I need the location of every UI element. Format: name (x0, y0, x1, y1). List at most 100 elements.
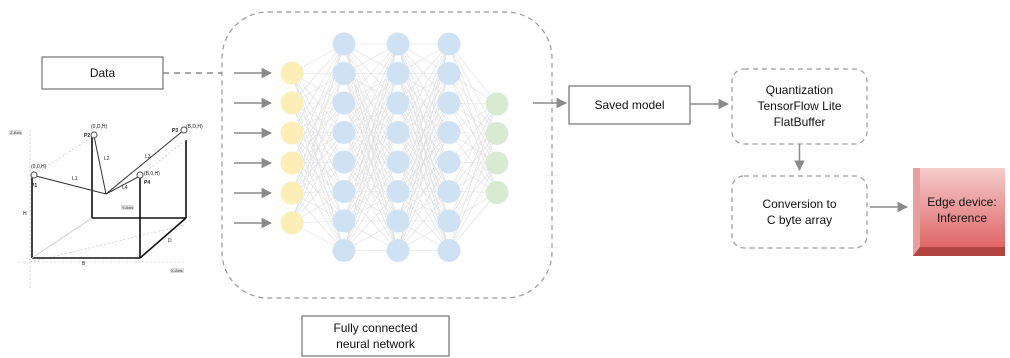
hidden-neuron (437, 150, 461, 174)
network-connection (448, 162, 498, 251)
label-p3: P3 (172, 128, 178, 134)
network-connection (343, 132, 399, 251)
hidden-neuron (332, 91, 356, 115)
network-connection (343, 161, 399, 251)
distance-lines (35, 129, 185, 195)
input-arrows (234, 67, 273, 229)
quantization-line1: Quantization (766, 83, 833, 97)
room-diagram: Z-Axis Y-Axis X-Axis (9, 124, 203, 290)
label-l1: L1 (72, 176, 78, 182)
quantization-line3: FlatBuffer (774, 115, 826, 129)
saved-model-label: Saved model (594, 98, 664, 112)
z-axis-label: Z-Axis (10, 130, 21, 135)
network-connection (448, 192, 498, 251)
hidden-neuron (332, 180, 356, 203)
hidden-neuron (437, 91, 461, 115)
network-connection (291, 43, 345, 104)
network-connection (448, 43, 498, 105)
output-neuron (485, 151, 509, 175)
output-neuron (485, 92, 509, 116)
coord-p1: (0,0,H) (31, 164, 47, 170)
label-l4: L4 (122, 185, 128, 191)
hidden-neuron (386, 121, 410, 144)
input-neuron (280, 91, 304, 115)
network-nodes (280, 32, 509, 262)
hidden-neuron (437, 121, 461, 144)
saved-model-box (568, 85, 691, 125)
label-b: B (82, 261, 86, 267)
edge-device-box (913, 168, 1005, 256)
fc-label-box (301, 315, 450, 357)
network-connection (448, 103, 498, 222)
network-connection (448, 103, 498, 163)
conversion-line2: C byte array (767, 213, 832, 227)
input-neuron (280, 211, 304, 235)
label-p4: P4 (144, 180, 150, 186)
hidden-neuron (386, 239, 410, 262)
edge-device-line2: Inference (937, 211, 987, 225)
hidden-neuron (437, 209, 461, 233)
hidden-neuron (437, 180, 461, 203)
network-connection (291, 161, 345, 224)
label-p1: P1 (31, 183, 37, 189)
network-connection (397, 132, 450, 251)
sensor-p4 (136, 171, 144, 179)
label-l2: L2 (104, 156, 110, 162)
input-neuron (280, 61, 304, 85)
hidden-neuron (437, 62, 461, 85)
network-connection (397, 43, 450, 163)
room-box (31, 137, 187, 259)
network-connection (343, 43, 399, 104)
network-connection (397, 43, 450, 104)
hidden-neuron (386, 62, 410, 85)
label-p2: P2 (84, 133, 90, 139)
network-connection (397, 161, 450, 251)
hidden-neuron (437, 239, 461, 262)
hidden-neuron (332, 121, 356, 144)
sensor-p1 (30, 171, 38, 179)
quantization-line2: TensorFlow Lite (757, 99, 841, 113)
network-connection (397, 43, 450, 133)
hidden-neuron (386, 91, 410, 115)
x-axis-label: X-Axis (171, 268, 183, 273)
y-axis-tag (121, 205, 134, 210)
sensor-p3 (180, 126, 188, 134)
hidden-neuron (332, 150, 356, 174)
conversion-box (731, 175, 868, 249)
x-axis-tag (170, 268, 184, 273)
conversion-line1: Conversion to (762, 197, 836, 211)
fc-label-line1: Fully connected (333, 321, 417, 335)
network-connection (291, 132, 345, 224)
y-axis-label: Y-Axis (122, 205, 133, 210)
network-connection (291, 43, 345, 164)
network-connection (448, 103, 498, 192)
coord-p4: (B,0,H) (144, 171, 160, 177)
hidden-neuron (386, 32, 410, 56)
network-container (221, 11, 553, 299)
hidden-neuron (332, 32, 356, 56)
hidden-neuron (386, 150, 410, 174)
sensor-nodes (30, 126, 188, 179)
hidden-neuron (437, 32, 461, 56)
coord-p3: (B,D,H) (186, 124, 203, 130)
label-d: D (168, 238, 172, 244)
output-neuron (485, 122, 509, 145)
network-connection (291, 102, 345, 224)
input-neuron (280, 121, 304, 145)
input-neuron (280, 181, 304, 205)
hidden-neuron (332, 209, 356, 233)
network-connection (397, 191, 450, 251)
network-connection (343, 191, 399, 251)
network-connection (343, 43, 399, 163)
coord-p2: (0,D,H) (91, 124, 107, 130)
input-neuron (280, 151, 304, 175)
hidden-neuron (332, 62, 356, 85)
data-box (41, 56, 164, 90)
sensor-p2 (90, 131, 98, 139)
hidden-neuron (386, 209, 410, 233)
hidden-neuron (332, 239, 356, 262)
data-label: Data (90, 66, 116, 80)
network-connection (343, 43, 399, 133)
z-axis-tag (9, 130, 22, 135)
